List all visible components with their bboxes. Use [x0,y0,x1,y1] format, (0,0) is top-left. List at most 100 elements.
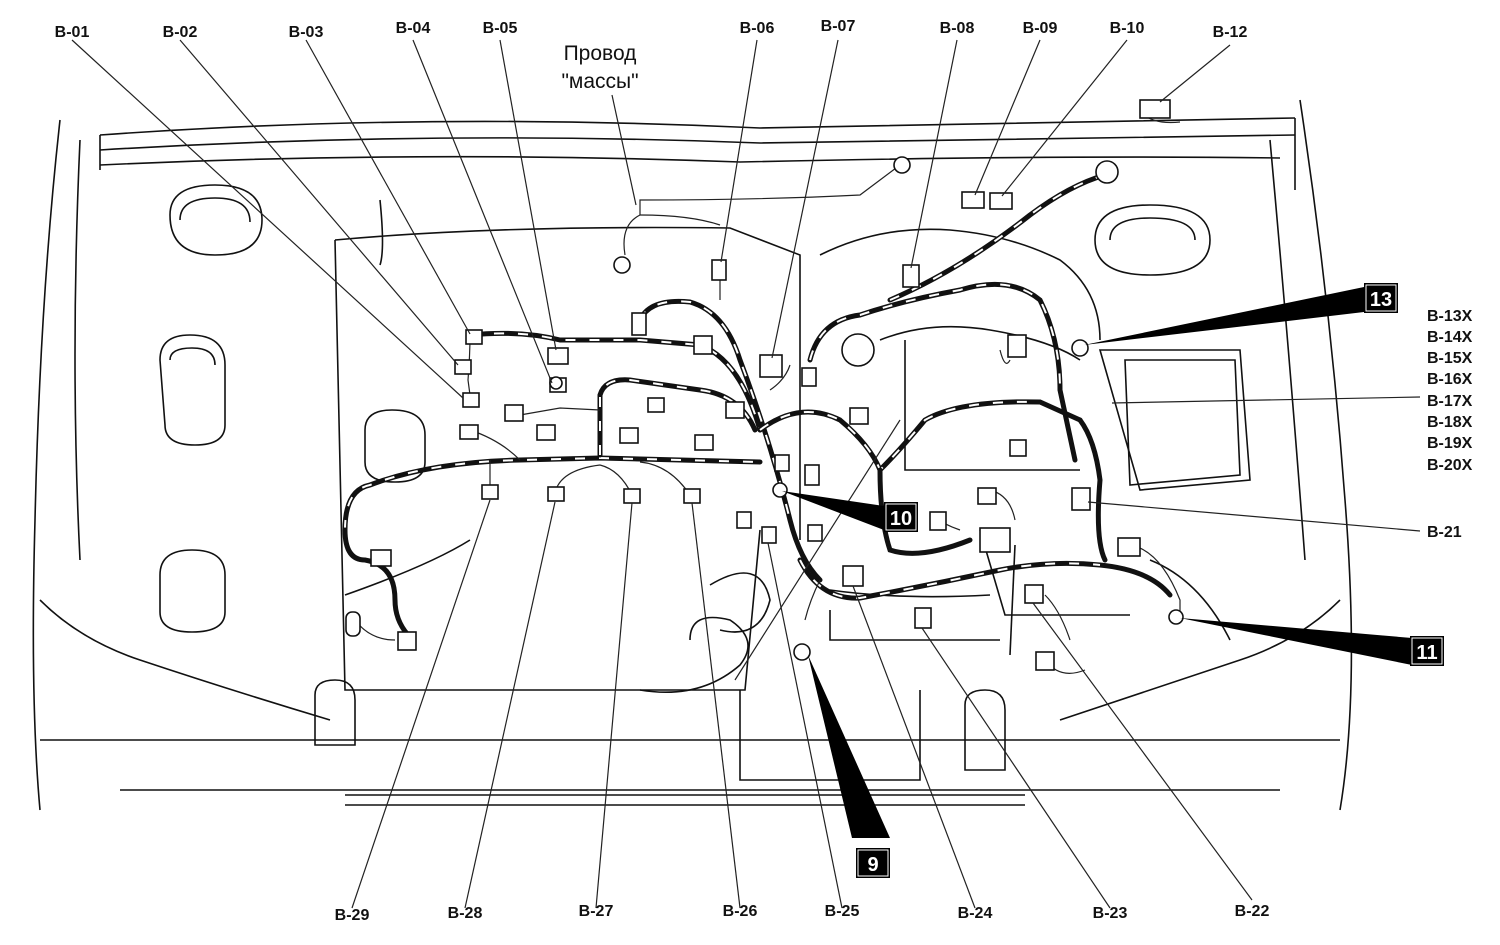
label-b09: B-09 [1023,20,1058,37]
label-b18x: B-18X [1427,414,1473,431]
label-b24: B-24 [958,905,993,922]
label-b07: B-07 [821,18,856,35]
connector-b22 [1024,584,1044,604]
label-b27: B-27 [579,903,614,920]
label-b23: B-23 [1093,905,1128,922]
connector-b10 [989,192,1013,210]
connector-b21 [1071,487,1091,511]
badge-10: 10 [884,502,918,532]
connector-b26 [683,488,701,504]
badge-10-label: 10 [890,508,912,530]
engine-bay-outline [32,99,1353,811]
connector-left-low-3 [345,611,361,637]
connector-b03 [454,359,472,375]
ground-wire-line2: "массы" [561,70,638,93]
connector-mid-4 [619,427,639,444]
label-b06: B-06 [740,20,775,37]
label-b22: B-22 [1235,903,1270,920]
connector-relay [979,527,1011,553]
ground-terminal-top [613,256,631,274]
badge-13-label: 13 [1370,289,1392,311]
connector-b12 [1139,99,1171,119]
label-b16x: B-16X [1427,371,1473,388]
connector-b05 [547,347,569,365]
ground-terminal-9 [793,643,811,661]
connector-mid-5 [694,434,714,451]
connector-b28 [547,486,565,502]
label-b14x: B-14X [1427,329,1473,346]
ground-terminal-cowl [893,156,911,174]
connector-mid-7 [725,401,745,419]
label-b20x: B-20X [1427,457,1473,474]
label-b12: B-12 [1213,24,1248,41]
connector-b08 [902,264,920,288]
badge-9-label: 9 [867,854,878,876]
label-b17x: B-17X [1427,393,1473,410]
connector-b09 [961,191,985,209]
ground-wire-note: Провод "массы" [561,42,638,93]
connector-left-low-1 [370,549,392,567]
connector-b23 [914,607,932,629]
connector-center-4 [801,367,817,387]
connector-b29 [481,484,499,500]
badge-9: 9 [856,848,890,878]
connector-center-8 [1009,439,1027,457]
label-b29: B-29 [335,907,370,924]
label-b19x: B-19X [1427,435,1473,452]
badge-11-label: 11 [1416,642,1437,664]
label-b28: B-28 [448,905,483,922]
labels-top: B-01 B-02 B-03 B-04 B-05 B-06 B-07 B-08 … [55,18,1248,41]
label-b08: B-08 [940,20,975,37]
ground-wire-line1: Провод [564,42,637,65]
ground-terminal-11 [1168,609,1184,625]
label-b02: B-02 [163,24,198,41]
label-b04: B-04 [396,20,431,37]
connector-left-ground [736,511,752,529]
connector-mid-1 [504,404,524,422]
badge-11: 11 [1410,636,1444,666]
label-b10: B-10 [1110,20,1145,37]
connector-b06 [711,259,727,281]
connector-center-5 [849,407,869,425]
connector-center-2 [804,464,820,486]
connector-center-3 [807,524,823,542]
connector-b25 [761,526,777,544]
connector-right-mid [1117,537,1141,557]
connector-left-low-2 [397,631,417,651]
label-b21: B-21 [1427,524,1462,541]
label-b15x: B-15X [1427,350,1473,367]
badge-13: 13 [1364,283,1398,313]
grommet-right [1095,160,1119,184]
connector-mid-3 [536,424,556,441]
connector-right-low [1035,651,1055,671]
connector-mid-2 [459,424,479,440]
label-b05: B-05 [483,20,518,37]
labels-right: B-13X B-14X B-15X B-16X B-17X B-18X B-19… [1427,308,1473,541]
leader-lines [71,39,1421,909]
grommet-center [841,333,875,367]
ground-terminal-b05 [549,376,563,390]
ground-terminal-10 [772,482,788,498]
ground-terminal-13 [1071,339,1089,357]
connector-mid-6 [647,397,665,413]
connector-center-6 [929,511,947,531]
connector-b07 [759,354,783,378]
connector-b06b [631,312,647,336]
label-b01: B-01 [55,24,90,41]
connector-center-1 [774,454,790,472]
connectors [345,99,1184,671]
label-b03: B-03 [289,24,324,41]
labels-bottom: B-29 B-28 B-27 B-26 B-25 B-24 B-23 B-22 [335,903,1270,924]
connector-b07b [693,335,713,355]
connector-center-7 [977,487,997,505]
wedge-pointers [782,287,1412,838]
label-b26: B-26 [723,903,758,920]
connector-right-1 [1007,334,1027,358]
label-b25: B-25 [825,903,860,920]
label-b13x: B-13X [1427,308,1473,325]
wiring-harness [342,109,1181,674]
connector-b01 [462,392,480,408]
connector-b27 [623,488,641,504]
connector-b24 [842,565,864,587]
